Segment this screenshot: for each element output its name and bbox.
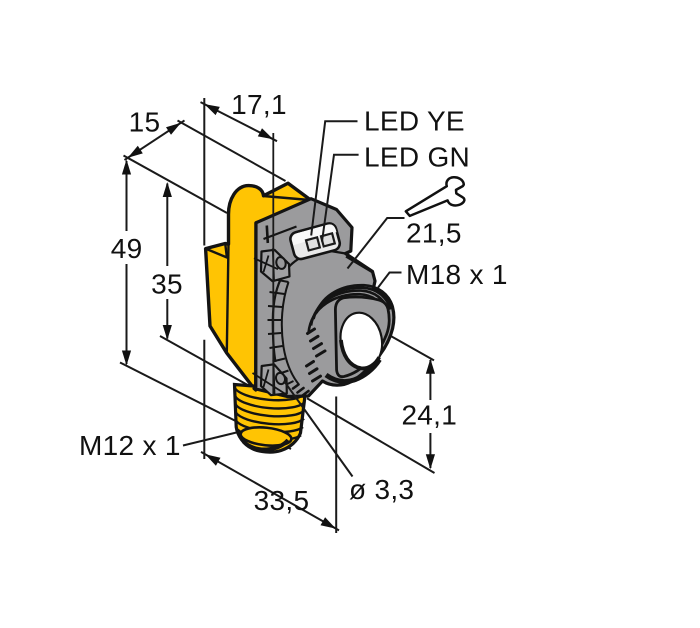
svg-text:35: 35 [151, 269, 183, 300]
svg-text:M12 x 1: M12 x 1 [79, 430, 181, 461]
svg-text:LED YE: LED YE [364, 106, 465, 137]
svg-text:24,1: 24,1 [401, 400, 457, 431]
svg-text:LED GN: LED GN [364, 142, 470, 173]
svg-text:49: 49 [111, 233, 143, 264]
svg-text:17,1: 17,1 [231, 89, 287, 120]
svg-text:21,5: 21,5 [406, 218, 462, 249]
svg-text:M18 x 1: M18 x 1 [406, 259, 508, 290]
svg-text:15: 15 [129, 107, 161, 138]
svg-text:ø 3,3: ø 3,3 [349, 474, 414, 505]
svg-text:33,5: 33,5 [254, 485, 310, 516]
